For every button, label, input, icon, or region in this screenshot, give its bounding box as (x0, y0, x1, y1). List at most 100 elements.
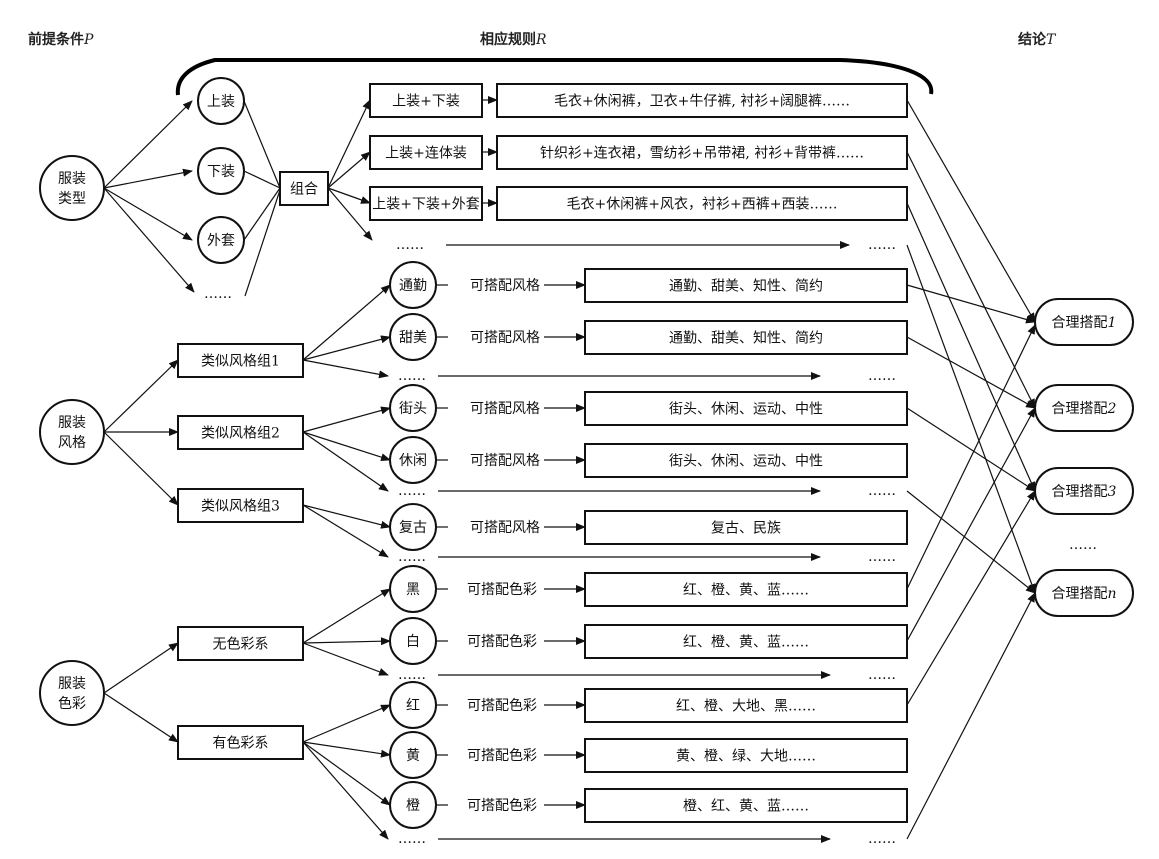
combo-box-label: 上装+连体装 (385, 146, 467, 162)
edge-style-group (103, 431, 179, 506)
root-color (39, 660, 105, 726)
combo-example-box-label: 针织衫+连衣裙，雪纺衫+吊带裙, 衬衫+背带裤…… (540, 146, 864, 162)
style-relation-label: 可搭配风格 (470, 330, 540, 346)
style-more-left: …… (398, 368, 426, 384)
style-group-box-label: 类似风格组2 (201, 426, 280, 442)
style-match-box (584, 443, 908, 478)
color-match-box (584, 688, 908, 723)
style-node (389, 503, 437, 551)
root-color-label-2: 色彩 (58, 695, 86, 712)
combine-node-label: 组合 (290, 182, 318, 198)
color-match-box (584, 624, 908, 659)
style-relation-label: 可搭配风格 (470, 278, 540, 294)
edge-group-more (302, 504, 389, 558)
edge-group-style (302, 335, 391, 361)
color-node (389, 681, 437, 729)
style-match-box (584, 268, 908, 303)
style-node (389, 313, 437, 361)
edge-group-color (302, 741, 391, 758)
style-more-right: …… (868, 549, 896, 565)
edge-group-more (302, 359, 389, 379)
root-color-label-1: 服装 (58, 676, 86, 692)
color-match-box-label: 橙、红、黄、蓝…… (683, 798, 809, 815)
edge-group-more (302, 431, 389, 492)
conclusion-label: 合理搭配3 (1052, 484, 1117, 500)
edge-group-style (302, 406, 391, 433)
conclusion-label: 合理搭配n (1051, 586, 1116, 602)
style-match-box (584, 391, 908, 426)
edge-more-combine (244, 189, 281, 297)
edge-combine-combo (327, 99, 371, 189)
color-match-box (584, 572, 908, 607)
edge-rule-conclusion (906, 99, 1036, 323)
edge-rule-conclusion (906, 407, 1036, 642)
color-match-box-label: 红、橙、黄、蓝…… (683, 582, 809, 599)
brace (175, 58, 934, 96)
edge-rule-conclusion (906, 490, 1036, 706)
color-relation-label: 可搭配色彩 (467, 633, 537, 650)
color-node (389, 731, 437, 779)
color-relation-label: 可搭配色彩 (467, 697, 537, 714)
color-more-right: …… (868, 667, 896, 683)
style-node (389, 436, 437, 484)
nodes: 服装类型上装下装外套……组合上装+下装毛衣+休闲裤，卫衣+牛仔裤, 衬衫+阔腿裤… (39, 77, 1134, 847)
root-garment-type-label-1: 服装 (58, 171, 86, 187)
edge-part-combine (243, 170, 281, 189)
edge-type-part (103, 168, 193, 189)
conclusion-node (1034, 569, 1134, 617)
combo-more-left: …… (396, 237, 424, 253)
color-node-label: 红 (406, 698, 420, 714)
combo-example-box (496, 186, 908, 221)
color-more-right: …… (868, 831, 896, 847)
style-more-right: …… (868, 483, 896, 499)
style-node-label: 休闲 (399, 453, 427, 469)
header-conclusion: 结论T (1018, 31, 1057, 48)
edge-color-group (103, 692, 179, 743)
edge-combine-combo (327, 187, 371, 204)
style-node-label: 复古 (399, 519, 427, 536)
edge-rule-conclusion (906, 151, 1036, 409)
edge-part-combine (243, 100, 281, 189)
style-more-left: …… (398, 483, 426, 499)
edge-combine-more (327, 187, 373, 241)
part-node (197, 147, 245, 195)
style-node (389, 384, 437, 432)
part-node-label: 上装 (207, 94, 235, 110)
edge-group-color (302, 741, 391, 806)
style-group-box-label: 类似风格组3 (201, 499, 280, 515)
part-node-label: 下装 (207, 164, 235, 180)
header-rules: 相应规则R (480, 31, 547, 48)
edge-rule-conclusion (906, 407, 1036, 492)
color-relation-label: 可搭配色彩 (467, 747, 537, 764)
edge-group-style (302, 284, 391, 361)
style-match-box-label: 街头、休闲、运动、中性 (669, 454, 823, 470)
style-node-label: 通勤 (399, 278, 427, 294)
style-node-label: 街头 (399, 401, 427, 417)
color-more-left: …… (398, 667, 426, 683)
color-group-box-label: 无色彩系 (213, 636, 269, 653)
edge-group-color-more (302, 642, 389, 676)
edge-rule-conclusion (906, 336, 1036, 409)
edge-rule-conclusion (906, 490, 1036, 594)
color-node-label: 白 (406, 634, 420, 650)
color-match-box-label: 黄、橙、绿、大地…… (676, 748, 816, 765)
edge-style-group (103, 359, 179, 433)
root-style-label-1: 服装 (58, 415, 86, 431)
combo-box-label: 上装+下装+外套 (372, 197, 479, 213)
part-more: …… (204, 286, 232, 302)
edge-combine-combo (327, 151, 371, 189)
root-style-label-2: 风格 (58, 435, 86, 451)
style-group-box (177, 488, 304, 523)
edge-rule-conclusion (906, 592, 1036, 840)
edge-group-color-more (302, 741, 389, 840)
conclusion-label: 合理搭配1 (1052, 315, 1117, 331)
edge-color-group (103, 642, 179, 694)
combo-more-right: …… (868, 237, 896, 253)
color-group-box (177, 626, 304, 661)
color-match-box (584, 788, 908, 823)
conclusion-node (1034, 467, 1134, 515)
edge-type-part (103, 187, 193, 241)
color-group-box (177, 725, 304, 760)
color-match-box-label: 红、橙、大地、黑…… (676, 699, 816, 715)
edge-type-more (103, 187, 195, 293)
